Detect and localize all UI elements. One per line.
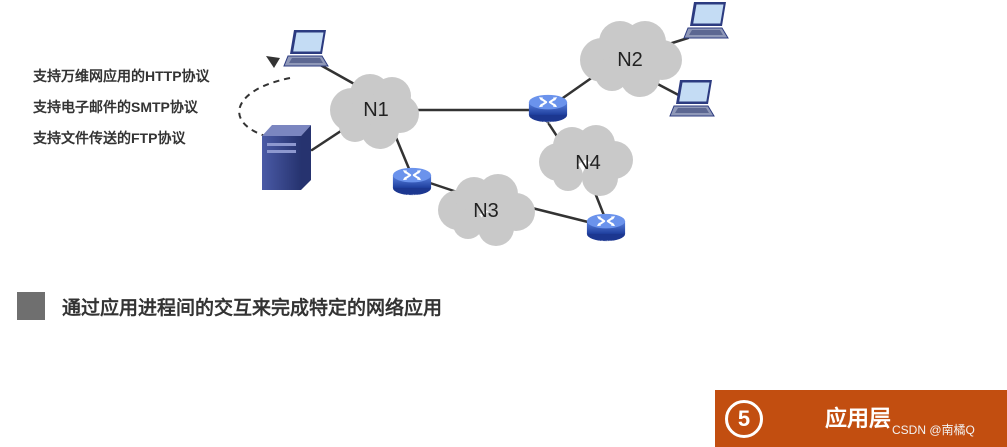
protocol-ftp-text: 支持文件传送的FTP协议: [33, 130, 186, 146]
arrowhead-top: [266, 56, 280, 68]
layer-number-badge: 5: [725, 400, 763, 438]
interaction-dashed-arrow: [238, 77, 291, 139]
layer-banner: 5 应用层: [715, 390, 1007, 447]
router-r2: ROUTER: [392, 166, 432, 198]
server-icon: [262, 125, 311, 190]
network-label-n1: N1: [363, 99, 389, 121]
cloud-n1: [330, 74, 419, 149]
router-icon: [528, 93, 568, 124]
summary-text: 通过应用进程间的交互来完成特定的网络应用: [62, 298, 443, 319]
cloud-n2: [580, 21, 682, 97]
router-label: ROUTER: [404, 193, 421, 198]
laptop-icon-n2-top: [683, 1, 729, 39]
cloud-n4: [539, 125, 633, 196]
cloud-n3: [438, 174, 535, 246]
router-r1: ROUTER: [528, 93, 568, 125]
protocol-http-text: 支持万维网应用的HTTP协议: [33, 68, 210, 84]
laptop-icon-n2-bottom: [669, 79, 715, 117]
summary-bullet-square: [17, 292, 45, 320]
router-icon: [392, 166, 432, 197]
router-icon: [586, 212, 626, 243]
protocol-smtp-text: 支持电子邮件的SMTP协议: [33, 99, 198, 115]
network-label-n2: N2: [617, 49, 643, 71]
network-label-n4: N4: [575, 152, 601, 174]
watermark: CSDN @南橘Q: [892, 423, 975, 437]
router-r3: ROUTER: [586, 212, 626, 244]
layer-name: 应用层: [825, 406, 892, 431]
laptop-icon-n1: [283, 29, 329, 67]
network-label-n3: N3: [473, 200, 499, 222]
router-label: ROUTER: [540, 120, 557, 125]
router-label: ROUTER: [598, 239, 615, 244]
